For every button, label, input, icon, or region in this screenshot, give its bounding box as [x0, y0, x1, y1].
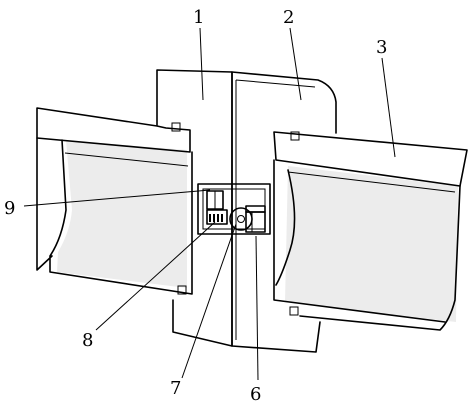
leader-2: [289, 27, 302, 101]
callout-8: 8: [82, 330, 93, 351]
leader-9: [23, 189, 211, 207]
left-wing-body: [36, 137, 193, 295]
leader-3: [381, 57, 396, 158]
right-slot-top: [290, 131, 300, 141]
left-slot-bottom: [177, 285, 187, 295]
callout-2: 2: [283, 7, 294, 28]
right-wing: [273, 131, 468, 331]
housing-frame: [197, 183, 271, 235]
left-wing-face: [57, 140, 187, 288]
leader-1: [199, 27, 204, 101]
right-half-block: [231, 71, 337, 353]
callout-3: 3: [376, 37, 387, 58]
leader-6: [255, 235, 259, 381]
top-edge-shadow: [235, 79, 316, 88]
right-slot-bottom: [289, 306, 299, 316]
right-wing-face: [285, 166, 458, 322]
part-6-motor-cap: [245, 205, 266, 213]
right-wing-end: [299, 185, 461, 331]
leader-lines: [23, 27, 396, 381]
left-wing-inner-edge: [64, 152, 189, 167]
left-slot-top: [171, 122, 181, 132]
mechanism-housing: [197, 183, 271, 235]
leader-7: [181, 223, 237, 379]
left-wing-outline: [36, 107, 191, 153]
leader-8: [95, 221, 216, 331]
callout-6: 6: [250, 384, 261, 405]
part-8-coils: [209, 214, 223, 222]
right-wing-inner-edge: [287, 171, 456, 193]
callout-1: 1: [193, 7, 204, 28]
callout-numbers: 1 2 3 9 8 7 6: [4, 7, 387, 405]
right-wing-body: [273, 159, 446, 323]
callout-7: 7: [170, 378, 181, 399]
part-8-spring-block: [206, 209, 228, 225]
callout-9: 9: [4, 198, 15, 219]
part-7-hub: [237, 215, 245, 223]
left-wing: [36, 107, 193, 295]
